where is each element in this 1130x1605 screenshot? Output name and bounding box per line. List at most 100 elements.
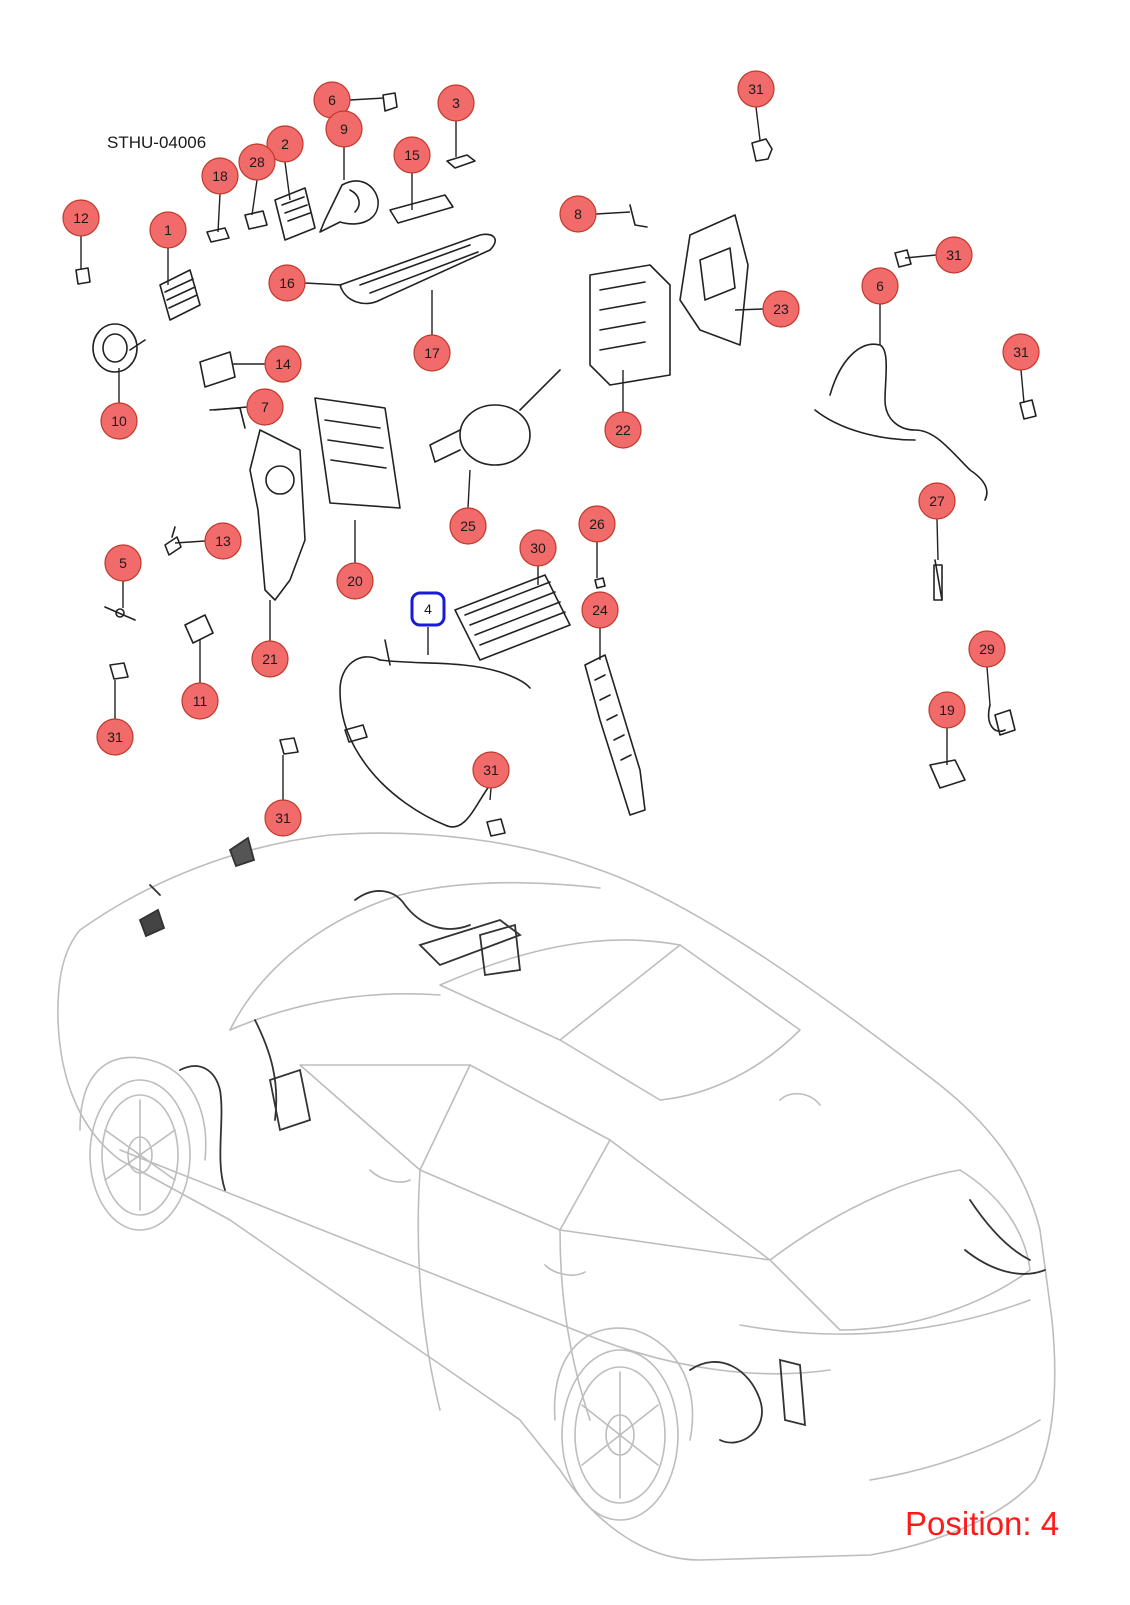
wiring-harness-icon	[814, 343, 988, 501]
sensor-icon	[184, 614, 214, 644]
callout-10[interactable]: 10	[100, 402, 138, 440]
callout-label: 26	[589, 516, 605, 532]
callout-31[interactable]: 31	[1002, 333, 1040, 371]
horn-icon	[319, 180, 379, 233]
callout-6[interactable]: 6	[861, 267, 899, 305]
callout-15[interactable]: 15	[393, 136, 431, 174]
callout-14[interactable]: 14	[264, 345, 302, 383]
callout-7[interactable]: 7	[246, 388, 284, 426]
sensor-icon	[446, 154, 476, 169]
callout-9[interactable]: 9	[325, 110, 363, 148]
connector-icon	[382, 92, 398, 112]
callout-5[interactable]: 5	[104, 544, 142, 582]
callout-31[interactable]: 31	[737, 70, 775, 108]
callout-marker	[918, 482, 956, 520]
control-module-icon	[199, 351, 236, 388]
horn-icon	[159, 269, 201, 321]
callout-31[interactable]: 31	[264, 799, 302, 837]
callout-marker	[238, 143, 276, 181]
callout-label: 10	[111, 413, 127, 429]
callout-4-selected[interactable]: 4	[410, 591, 446, 627]
callout-2[interactable]: 2	[266, 125, 304, 163]
callout-17[interactable]: 17	[413, 334, 451, 372]
callout-31[interactable]: 31	[935, 236, 973, 274]
callout-26[interactable]: 26	[578, 505, 616, 543]
leader-line	[734, 308, 764, 311]
callout-22[interactable]: 22	[604, 411, 642, 449]
diagram-code: STHU-04006	[107, 133, 207, 152]
callout-marker	[737, 70, 775, 108]
callout-label: 22	[615, 422, 631, 438]
callout-marker	[100, 402, 138, 440]
callout-label: 27	[929, 493, 945, 509]
callout-marker	[604, 411, 642, 449]
callout-label: 31	[275, 810, 291, 826]
leader-line	[349, 97, 385, 101]
connector-icon	[594, 577, 606, 589]
callout-label: 1	[164, 222, 172, 238]
sensor-icon	[244, 210, 268, 230]
leader-line	[1020, 369, 1025, 404]
callout-marker	[581, 591, 619, 629]
callout-marker	[96, 718, 134, 756]
callout-marker	[181, 682, 219, 720]
callout-11[interactable]: 11	[181, 682, 219, 720]
callout-marker	[393, 136, 431, 174]
callout-label: 31	[107, 729, 123, 745]
leader-lines	[80, 97, 1025, 801]
leader-line	[174, 540, 206, 544]
position-label: Position: 4	[905, 1505, 1060, 1542]
callout-label: 14	[275, 356, 291, 372]
leader-line	[304, 282, 343, 286]
callout-23[interactable]: 23	[762, 290, 800, 328]
callout-30[interactable]: 30	[519, 529, 557, 567]
callout-label: 6	[876, 278, 884, 294]
callout-marker	[437, 84, 475, 122]
callout-label: 24	[592, 602, 608, 618]
callout-marker	[861, 267, 899, 305]
leader-line	[467, 469, 471, 509]
wiring-harness-icon	[339, 639, 531, 837]
callout-label: 31	[748, 81, 764, 97]
callout-marker	[251, 640, 289, 678]
callout-marker	[268, 264, 306, 302]
callout-21[interactable]: 21	[251, 640, 289, 678]
callout-24[interactable]: 24	[581, 591, 619, 629]
callout-29[interactable]: 29	[968, 630, 1006, 668]
callout-3[interactable]: 3	[437, 84, 475, 122]
leader-line	[755, 106, 761, 141]
callout-28[interactable]: 28	[238, 143, 276, 181]
callout-marker	[62, 199, 100, 237]
callout-20[interactable]: 20	[336, 562, 374, 600]
sensor-icon	[164, 526, 182, 556]
horn-icon	[92, 323, 146, 373]
callout-31[interactable]: 31	[96, 718, 134, 756]
callout-1[interactable]: 1	[149, 211, 187, 249]
callout-25[interactable]: 25	[449, 507, 487, 545]
callout-marker	[449, 507, 487, 545]
connector-icon	[109, 662, 129, 680]
callout-label: 3	[452, 95, 460, 111]
callout-13[interactable]: 13	[204, 522, 242, 560]
callout-31[interactable]: 31	[472, 751, 510, 789]
callout-marker	[935, 236, 973, 274]
control-module-icon	[389, 194, 454, 224]
callout-label: 30	[530, 540, 546, 556]
callout-12[interactable]: 12	[62, 199, 100, 237]
leader-line	[251, 179, 258, 216]
bracket-icon	[249, 429, 306, 601]
callout-19[interactable]: 19	[928, 691, 966, 729]
callout-label: 2	[281, 136, 289, 152]
callout-16[interactable]: 16	[268, 264, 306, 302]
callout-marker	[413, 334, 451, 372]
callout-8[interactable]: 8	[559, 195, 597, 233]
callout-label: 13	[215, 533, 231, 549]
callout-label: 29	[979, 641, 995, 657]
callout-marker	[1002, 333, 1040, 371]
callout-18[interactable]: 18	[201, 157, 239, 195]
callout-marker	[410, 591, 446, 627]
callout-27[interactable]: 27	[918, 482, 956, 520]
leader-line	[936, 518, 939, 561]
